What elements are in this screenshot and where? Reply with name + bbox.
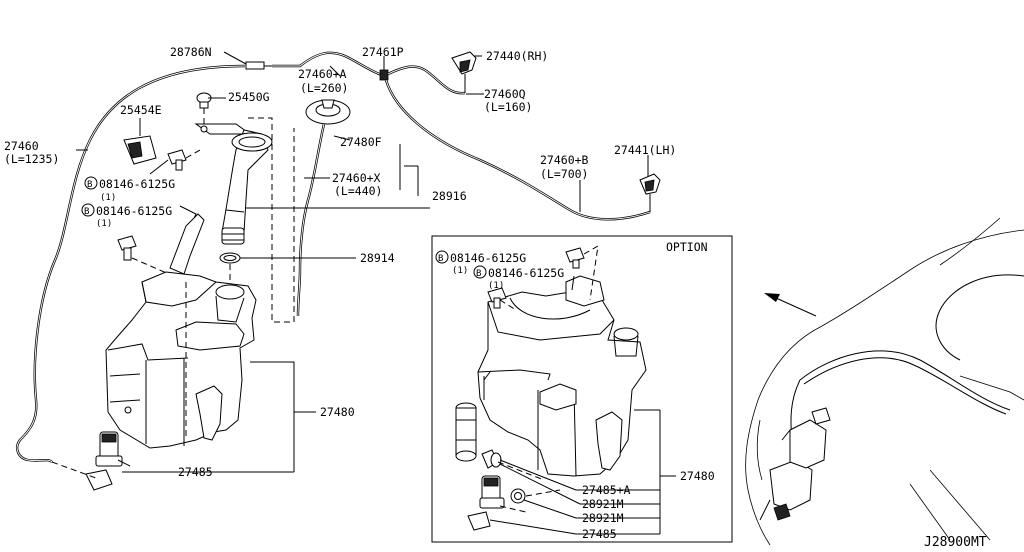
option-bolt-2 [487,287,507,309]
grommet-25450G [196,92,226,109]
label-25454E: 25454E [120,103,162,117]
option-bolt-1 [565,247,585,269]
label-27460Q: 27460Q [484,87,526,101]
label-27480F: 27480F [340,135,382,149]
option-grommet-28921M-1 [490,452,502,468]
label-27460-A-length: (L=260) [300,81,348,95]
label-option-bolt-2-qty: (1) [488,281,504,291]
label-27480: 27480 [320,405,355,419]
label-27460-X: 27460+X [332,171,381,185]
label-28914: 28914 [360,251,395,265]
diagram-code: J28900MT [924,535,987,550]
bolt-symbol-2: B [84,207,89,217]
option-pump-27485 [467,475,505,531]
bracket [194,123,252,135]
pump-27485 [85,431,131,491]
label-27440-rh: 27440(RH) [486,49,548,63]
reservoir-tank-27480 [105,205,257,449]
seal-28914 [219,252,241,264]
label-28916: 28916 [432,189,467,203]
opt-bolt-symbol-1: B [438,254,443,264]
label-bolt-1-qty: (1) [100,193,116,203]
hose-27460-X [296,123,326,317]
bolt-08146-6125G-2 [117,235,137,261]
bolt-symbol-circle-2 [81,203,95,217]
bolt-symbol-circle-1 [84,176,98,190]
label-option-bolt-1-qty: (1) [452,266,468,276]
bolt-08146-6125G-1 [149,149,187,175]
label-27460-length: (L=1235) [4,152,59,166]
nozzle-27440-rh [451,51,477,93]
vehicle-view [745,217,1024,546]
label-27441-lh: 27441(LH) [614,143,676,157]
joint-28786N [245,61,272,70]
label-27461P: 27461P [362,45,404,59]
label-option-27485: 27485 [582,527,617,541]
label-27460Q-length: (L=160) [484,100,532,114]
label-27460-B: 27460+B [540,153,589,167]
label-25450G: 25450G [228,90,270,104]
label-option-28921M-2: 28921M [582,511,624,525]
hose-27460 [16,64,246,463]
label-27460: 27460 [4,139,39,153]
label-bolt-2-qty: (1) [96,219,112,229]
hose-27460Q [387,65,466,95]
opt-bolt-symbol-circle-1 [435,250,449,264]
label-bolt-2: 08146-6125G [96,204,172,218]
opt-bolt-symbol-circle-2 [473,265,487,279]
label-27460-A: 27460+A [298,67,347,81]
direction-arrow [764,293,817,317]
clip-25454E [123,118,157,165]
option-pump-27485-A [455,402,499,469]
leader-lines [76,51,676,535]
label-bolt-1: 08146-6125G [99,177,175,191]
labels: 28786N 27461P 27440(RH) 27460+A (L=260) … [4,45,987,550]
label-option-27485-A: 27485+A [582,483,631,497]
cap-27480F [305,99,351,141]
bolt-symbol-1: B [87,180,92,190]
label-27460-B-length: (L=700) [540,167,588,181]
label-option-bolt-2: 08146-6125G [488,266,564,280]
label-27485: 27485 [178,465,213,479]
label-option-bolt-1: 08146-6125G [450,251,526,265]
filler-neck-28916 [221,129,273,245]
option-grommet-28921M-2 [510,488,526,504]
opt-bolt-symbol-2: B [476,269,481,279]
nozzle-27441-lh [639,173,661,212]
hose-27460-B [384,79,651,221]
label-option-27480: 27480 [680,469,715,483]
option-reservoir-tank [477,275,647,477]
option-title: OPTION [666,240,708,254]
label-27460-X-length: (L=440) [334,184,382,198]
label-28786N: 28786N [170,45,212,59]
label-option-28921M-1: 28921M [582,497,624,511]
option-box [431,235,733,543]
hose-27460-A [272,51,385,78]
